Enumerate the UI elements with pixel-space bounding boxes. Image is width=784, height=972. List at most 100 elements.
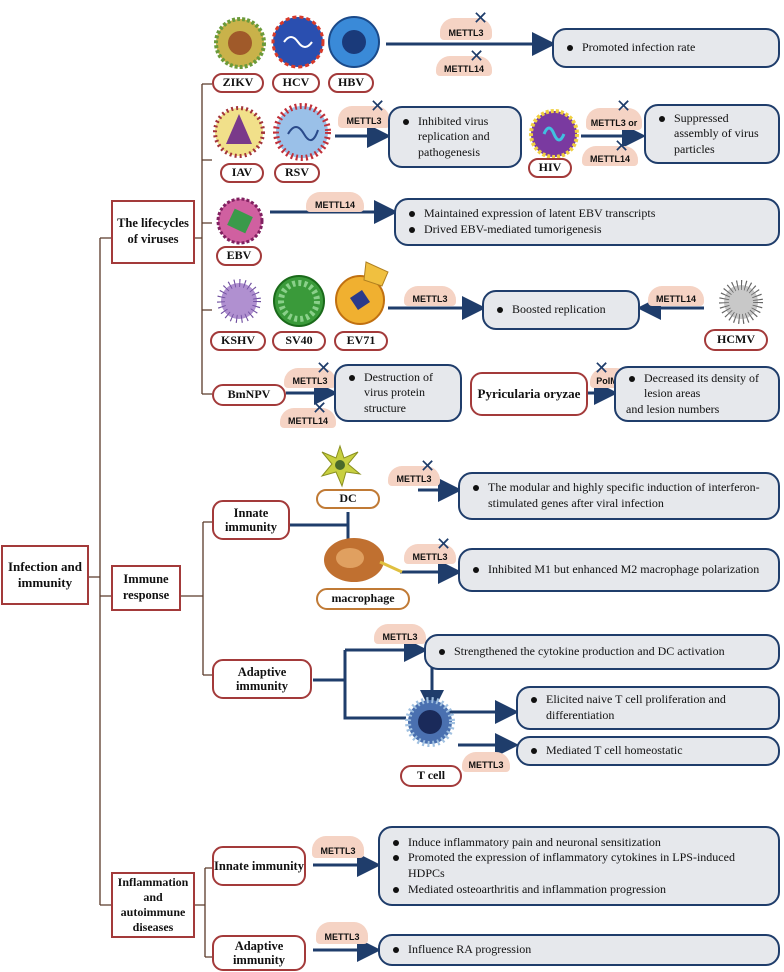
- effect-text: Strengthened the cytokine production and…: [436, 644, 768, 660]
- ebv-label-text: EBV: [226, 248, 252, 263]
- adaptive-immunity-2: Adaptive immunity: [212, 935, 306, 971]
- mettl3-pill-9: METTL3: [312, 836, 364, 858]
- mettl3-pill-7-text: METTL3: [382, 632, 418, 642]
- ebv-label: EBV: [216, 246, 262, 266]
- kshv-label: KSHV: [210, 331, 266, 351]
- inhibit-x-icon: ✕: [370, 96, 386, 117]
- bmnpv-label-text: BmNPV: [227, 387, 271, 402]
- mettl3-or-pill: METTL3 or: [586, 108, 642, 130]
- sv40-label: SV40: [272, 331, 326, 351]
- kshv-virus-image: [217, 279, 261, 323]
- mettl14-pill-4: METTL14: [648, 286, 704, 306]
- mettl3-pill-8: METTL3: [462, 752, 510, 772]
- effect-inhibited-replication: Inhibited virus replication and pathogen…: [388, 106, 522, 168]
- category-lifecycles: The lifecycles of viruses: [111, 200, 195, 264]
- pyricularia-label: Pyricularia oryzae: [470, 372, 588, 416]
- inhibit-x-icon: ✕: [316, 358, 332, 379]
- mettl14-pill-2-text: METTL14: [589, 154, 630, 164]
- iav-virus-image: [213, 106, 265, 158]
- effect-text: Destruction of virus protein structure: [346, 370, 450, 417]
- macrophage-label: macrophage: [316, 588, 410, 610]
- mettl3-pill-7: METTL3: [374, 624, 426, 644]
- effect-boosted-replication: Boosted replication: [482, 290, 640, 330]
- mettl3-pill-8-text: METTL3: [468, 760, 504, 770]
- mettl3-pill-5: METTL3: [388, 466, 440, 486]
- hcmv-label-text: HCMV: [717, 332, 755, 347]
- rsv-label-text: RSV: [284, 165, 309, 180]
- mettl3-pill-5-text: METTL3: [396, 474, 432, 484]
- sv40-label-text: SV40: [285, 333, 313, 348]
- effect-ebv: Maintained expression of latent EBV tran…: [394, 198, 780, 246]
- mettl3-pill-4: METTL3: [284, 368, 336, 388]
- hcv-label-text: HCV: [282, 75, 310, 90]
- effect-suppressed-assembly: Suppressed assembly of virus particles: [644, 104, 780, 164]
- sv40-virus-image: [273, 275, 325, 327]
- iav-label-text: IAV: [231, 165, 253, 180]
- effect-text: Promoted the expression of inflammatory …: [390, 850, 768, 881]
- mettl3-pill-10: METTL3: [316, 922, 368, 944]
- hbv-label-text: HBV: [337, 75, 364, 90]
- inhibit-x-icon: ✕: [616, 96, 632, 117]
- effect-tcell-homeostatic: Mediated T cell homeostatic: [516, 736, 780, 766]
- effect-text: and lesion numbers: [626, 401, 720, 416]
- category-immune-label: Immune response: [122, 572, 170, 602]
- iav-label: IAV: [220, 163, 264, 183]
- ev71-label: EV71: [334, 331, 388, 351]
- mettl3-pill-6: METTL3: [404, 544, 456, 564]
- effect-text: The modular and highly specific inductio…: [470, 480, 768, 511]
- hbv-label: HBV: [328, 73, 374, 93]
- innate-immunity-1: Innate immunity: [212, 500, 290, 540]
- effect-inflammation-innate: Induce inflammatory pain and neuronal se…: [378, 826, 780, 906]
- mettl3-pill-9-text: METTL3: [320, 846, 356, 856]
- tcell-image: [405, 697, 455, 747]
- effect-destruction: Destruction of virus protein structure: [334, 364, 462, 422]
- zikv-label: ZIKV: [212, 73, 264, 93]
- mettl14-pill-2: METTL14: [582, 146, 638, 166]
- pyricularia-label-text: Pyricularia oryzae: [477, 385, 581, 401]
- inhibit-x-icon: ✕: [469, 46, 485, 67]
- macrophage-label-text: macrophage: [331, 591, 395, 606]
- mettl14-pill-4-text: METTL14: [655, 294, 696, 304]
- effect-ra-progression: Influence RA progression: [378, 934, 780, 966]
- effect-cytokine-production: Strengthened the cytokine production and…: [424, 634, 780, 670]
- ev71-virus-image: [335, 261, 389, 325]
- rsv-label: RSV: [274, 163, 320, 183]
- effect-text: Inhibited M1 but enhanced M2 macrophage …: [470, 562, 768, 578]
- mettl3-pill-1: METTL3: [440, 18, 492, 40]
- kshv-label-text: KSHV: [220, 333, 255, 348]
- bmnpv-label: BmNPV: [212, 384, 286, 406]
- effect-text: Mediated osteoarthritis and inflammation…: [390, 882, 768, 898]
- hcv-virus-image: [271, 15, 325, 69]
- mettl14-pill-1: METTL14: [436, 56, 492, 76]
- tcell-label-text: T cell: [416, 768, 446, 783]
- tcell-label: T cell: [400, 765, 462, 787]
- mettl3-pill-3-text: METTL3: [412, 294, 448, 304]
- effect-text: Promoted infection rate: [564, 40, 768, 56]
- mettl3-pill-1-text: METTL3: [448, 28, 484, 38]
- zikv-virus-image: [214, 17, 266, 69]
- hiv-label: HIV: [528, 158, 572, 178]
- mettl3-pill-10-text: METTL3: [324, 932, 360, 942]
- dc-label: DC: [316, 489, 380, 509]
- category-inflammation: Inflammation and autoimmune diseases: [111, 872, 195, 938]
- ebv-virus-image: [216, 197, 264, 245]
- effect-macrophage-polarization: Inhibited M1 but enhanced M2 macrophage …: [458, 548, 780, 592]
- root-label: Infection and immunity: [7, 558, 83, 590]
- mettl14-pill-3-text: METTL14: [314, 200, 355, 210]
- category-immune-response: Immune response: [111, 565, 181, 611]
- innate-immunity-1-label: Innate immunity: [224, 505, 278, 534]
- hiv-virus-image: [529, 109, 579, 159]
- inhibit-x-icon: ✕: [594, 358, 610, 379]
- dc-cell-image: [320, 444, 362, 488]
- effect-text: Drived EBV-mediated tumorigenesis: [406, 222, 768, 238]
- macrophage-cell-image: [324, 538, 403, 582]
- innate-immunity-2-label: Innate immunity: [214, 858, 304, 873]
- inhibit-x-icon: ✕: [312, 398, 328, 419]
- inhibit-x-icon: ✕: [436, 534, 452, 555]
- adaptive-immunity-1: Adaptive immunity: [212, 659, 312, 699]
- hcmv-virus-image: [719, 280, 763, 324]
- hcv-label: HCV: [272, 73, 320, 93]
- effect-text: Maintained expression of latent EBV tran…: [406, 206, 768, 222]
- rsv-virus-image: [273, 103, 331, 161]
